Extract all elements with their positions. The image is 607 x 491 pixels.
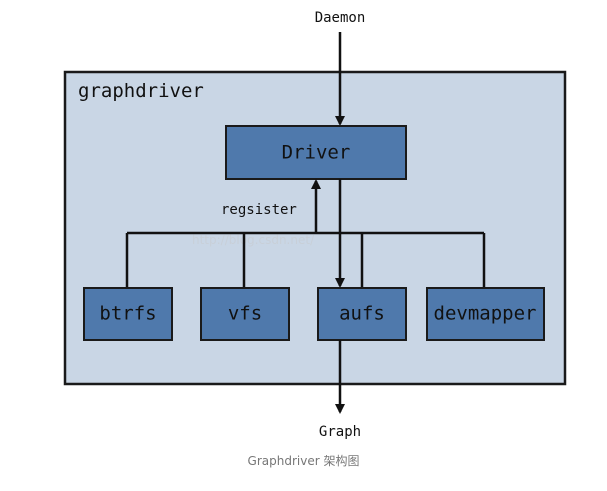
register-label: regsister (221, 202, 297, 218)
driver-label-aufs: aufs (339, 303, 385, 325)
driver-label-vfs: vfs (228, 303, 262, 325)
driver-node-btrfs (83, 287, 173, 341)
driver-label-devmapper: devmapper (434, 303, 537, 325)
graph-label: Graph (319, 424, 361, 440)
driver-node-devmapper (426, 287, 545, 341)
diagram-caption: Graphdriver 架构图 (247, 454, 360, 468)
driver-node-vfs (200, 287, 290, 341)
driver-node-aufs (317, 287, 407, 341)
driver-node (225, 125, 407, 180)
watermark-text: http://blog.csdn.net/ (192, 233, 315, 247)
driver-label-btrfs: btrfs (99, 303, 156, 325)
daemon-label: Daemon (315, 10, 366, 26)
graphdriver-title: graphdriver (78, 80, 204, 102)
driver-label: Driver (282, 142, 351, 164)
